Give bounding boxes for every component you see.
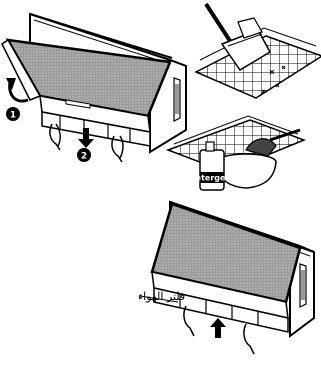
step-2-number: 2 bbox=[81, 152, 87, 162]
air-filter-label: فلتر الهواء bbox=[138, 290, 185, 303]
step-2-badge: 2 bbox=[77, 148, 91, 162]
water-basin bbox=[216, 154, 276, 188]
step-1-number: 1 bbox=[10, 111, 16, 121]
detergent-label: Detergent bbox=[189, 174, 235, 183]
indoor-unit-top bbox=[2, 14, 186, 152]
air-filter-callout: فلتر الهواء bbox=[138, 290, 185, 303]
indoor-unit-bottom bbox=[152, 202, 314, 336]
push-up-arrow bbox=[210, 318, 226, 338]
step-1-badge: 1 bbox=[6, 107, 20, 121]
